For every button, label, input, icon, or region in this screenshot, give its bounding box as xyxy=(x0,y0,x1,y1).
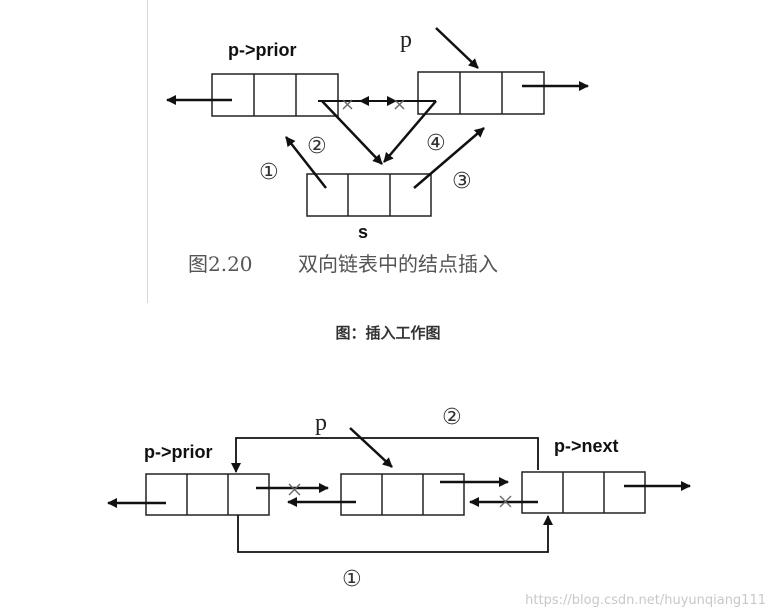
top-step2-label: ② xyxy=(307,134,327,159)
top-node-p xyxy=(417,71,545,115)
top-step1-label: ① xyxy=(259,160,279,185)
top-arrow-p-pointer xyxy=(435,27,479,69)
bottom-arrow-p-pointer xyxy=(349,427,393,468)
bottom-label-p: p xyxy=(315,410,327,436)
top-link-step3 xyxy=(413,127,485,189)
bottom-link-step1 xyxy=(237,515,553,553)
top-link-step4 xyxy=(383,100,437,163)
bottom-diagram: p->prior p->next p ② ① xyxy=(107,405,691,592)
top-label-s: s xyxy=(358,222,368,242)
middle-caption: 图：插入工作图 xyxy=(335,324,440,342)
top-fig-title: 双向链表中的结点插入 xyxy=(298,252,498,276)
left-border-line xyxy=(147,0,148,303)
watermark: https://blog.csdn.net/huyunqiang111 xyxy=(525,593,766,608)
bottom-step2-label: ② xyxy=(442,405,462,430)
top-label-p: p xyxy=(400,27,412,53)
top-link-step2 xyxy=(321,100,383,165)
top-link-step1 xyxy=(285,136,327,189)
top-fig-number: 图2.20 xyxy=(188,252,253,276)
top-step3-label: ③ xyxy=(452,169,472,194)
top-label-prior: p->prior xyxy=(228,40,297,60)
bottom-label-prior: p->prior xyxy=(144,442,213,462)
bottom-node-s xyxy=(340,473,465,516)
bottom-link-step2 xyxy=(231,437,539,473)
top-node-prior xyxy=(211,73,339,117)
bottom-cross-marks xyxy=(288,483,512,508)
bottom-node-next xyxy=(521,471,646,514)
top-node-s xyxy=(306,173,432,217)
top-step4-label: ④ xyxy=(426,131,446,156)
top-cross-marks xyxy=(342,99,405,110)
top-diagram: p->prior p s ① ② ③ ④ 图2.20 双向链表中的结点插入 xyxy=(166,27,589,276)
bottom-node-prior xyxy=(145,473,270,516)
bottom-step1-label: ① xyxy=(342,567,362,592)
bottom-label-next: p->next xyxy=(554,436,619,456)
